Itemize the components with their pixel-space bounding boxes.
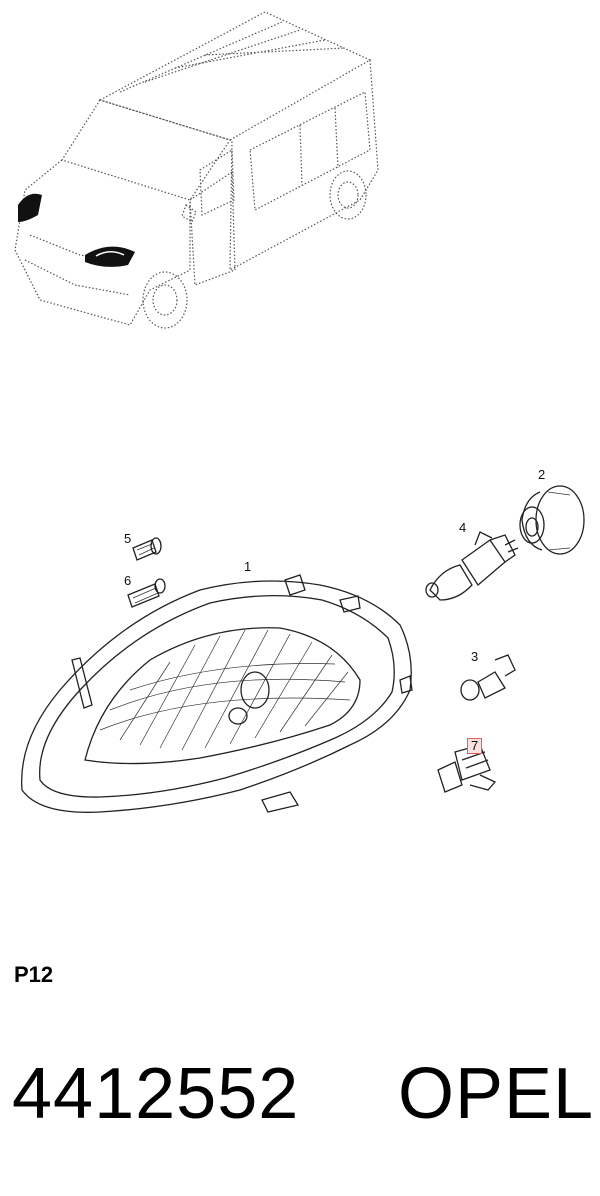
part-number: 4412552 xyxy=(12,1054,300,1134)
callout-1: 1 xyxy=(244,559,252,574)
callout-5: 5 xyxy=(124,531,132,546)
callout-2: 2 xyxy=(538,467,546,482)
brand-name: OPEL xyxy=(398,1054,595,1134)
van-illustration xyxy=(14,11,379,329)
callout-3: 3 xyxy=(471,649,479,664)
screw-5 xyxy=(132,537,162,561)
h4-bulb xyxy=(425,531,519,601)
bulb-cap xyxy=(519,485,585,555)
section-code: P12 xyxy=(14,962,54,987)
callout-7[interactable]: 7 xyxy=(467,738,483,754)
screw-6 xyxy=(127,578,166,608)
headlight-housing xyxy=(21,574,413,813)
parts-diagram xyxy=(14,11,585,813)
callout-4: 4 xyxy=(459,520,467,535)
side-bulb xyxy=(460,654,516,701)
callout-6: 6 xyxy=(124,573,132,588)
